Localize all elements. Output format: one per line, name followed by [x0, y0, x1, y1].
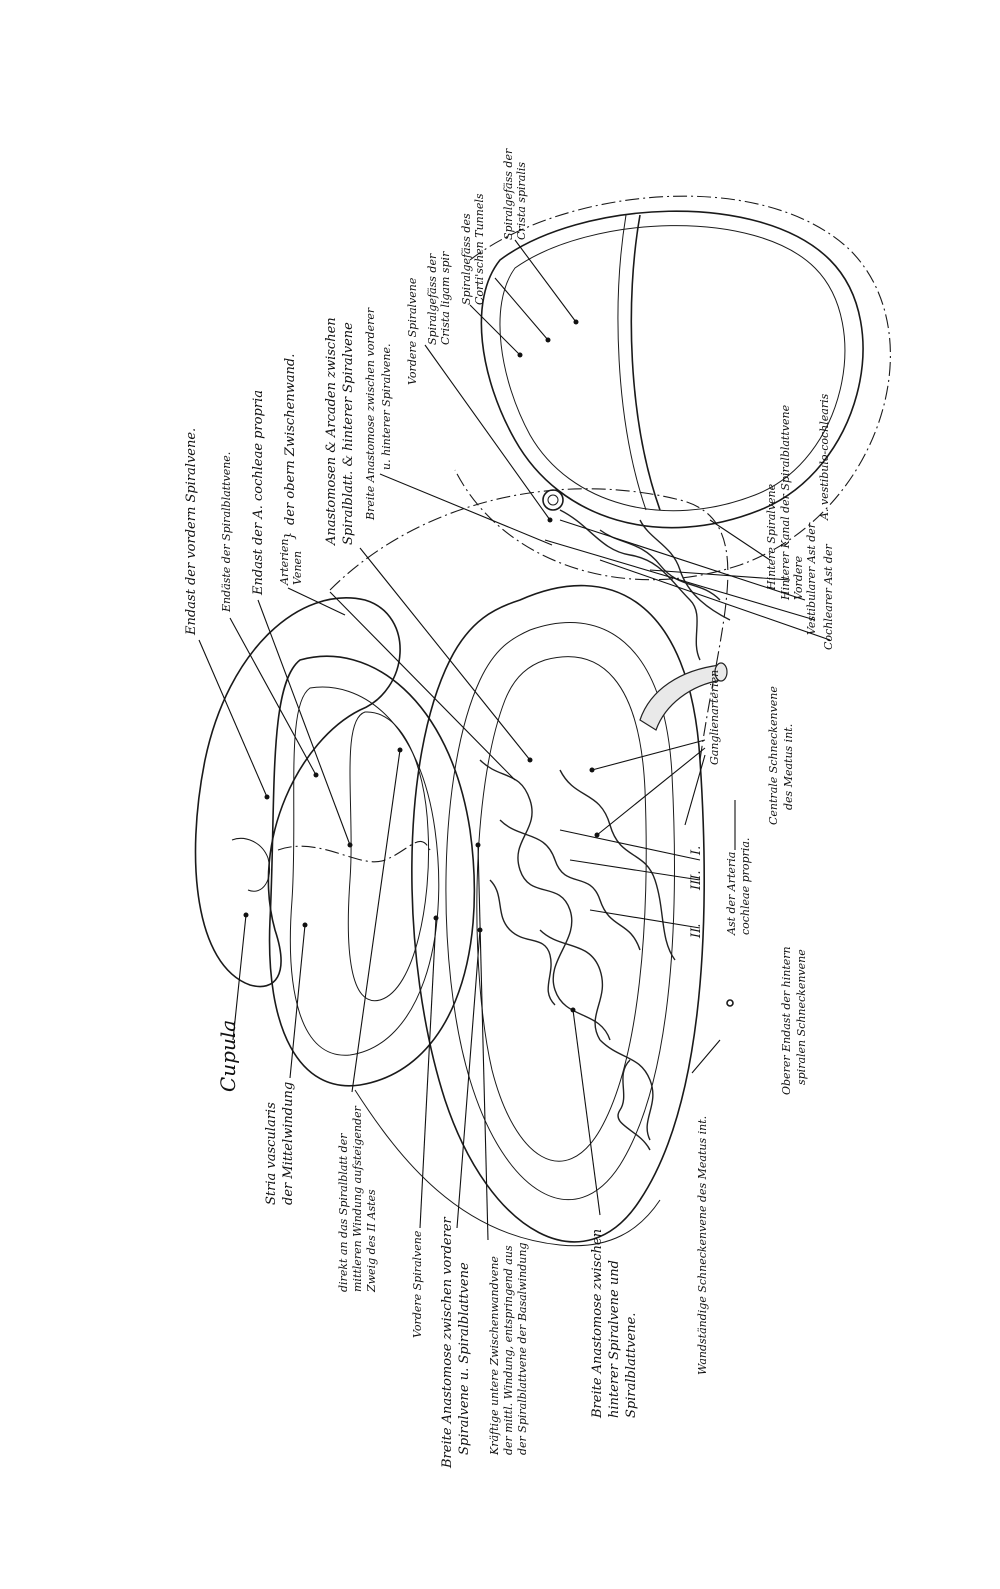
label-ast-arteria-1: Ast der Arteria	[725, 852, 738, 936]
leader-lines	[198, 239, 831, 1241]
label-breite-anast-hinterer-3: Spiralblattvene.	[624, 1313, 639, 1418]
label-vordere: Vordere	[792, 555, 805, 600]
modiolus-vessels-3	[489, 879, 556, 1006]
modiolus-vessels	[479, 759, 611, 1041]
label-direkt-3: Zweig des II Astes	[365, 1189, 378, 1293]
label-ganglienarterien: Ganglienarterien	[708, 670, 721, 765]
junction-vessels	[559, 509, 701, 661]
upper-section-septum	[630, 214, 661, 511]
label-vordere-spiralvene: Vordere Spiralvene	[411, 1230, 424, 1338]
modiolus-vessels-2	[499, 819, 641, 951]
label-arterien: Arterien	[278, 538, 291, 586]
cupula-outline	[194, 597, 401, 988]
label-breite-anast-vh-1: Breite Anastomose zwischen vorderer	[364, 307, 377, 521]
junction-vessels-2	[599, 529, 721, 601]
middle-turn-inner-2	[347, 711, 430, 1002]
middle-turn-dashed	[277, 840, 431, 863]
spiral-vessel-ring-inner	[547, 494, 559, 506]
label-endast-a-cochleae: Endast der A. cochleae propria	[251, 390, 266, 596]
lower-basal-vessels	[617, 1059, 651, 1151]
label-cochlearer-ast: Cochlearer Ast der	[822, 544, 835, 650]
label-hintere-kanal: Hinterer Kanal der Spiralblattvene	[779, 404, 792, 601]
label-zwischenwand: der obern Zwischenwand.	[283, 354, 298, 525]
label-spiralgefaess-crista-1: Spiralgefäss der	[502, 148, 515, 240]
label-stria-vascularis: Stria vascularis	[264, 1102, 279, 1205]
upper-section-septum-2	[617, 214, 647, 511]
junction-vessels-3	[639, 519, 731, 621]
basal-turn-outer	[411, 584, 705, 1243]
upper-section-outer	[454, 195, 891, 581]
modiolus-vessels-6	[539, 929, 604, 1041]
label-roman-III: III.	[689, 870, 704, 891]
label-spiralgefaess-lig-2: Crista ligam spir	[439, 251, 452, 345]
label-anastomosen-1: Anastomosen & Arcaden zwischen	[324, 317, 339, 546]
label-wandstaendige: Wandständige Schneckenvene des Meatus in…	[696, 1116, 709, 1375]
label-a-vestibulo: A. vestibulo-cochlearis	[818, 393, 831, 521]
label-roman-II: II.	[689, 924, 704, 939]
upper-section-ring	[480, 210, 864, 529]
label-spiralgefaess-lig-1: Spiralgefäss der	[426, 253, 439, 345]
label-vestibularer-ast: Vestibularer Ast der	[805, 522, 818, 635]
label-roman-I: I.	[689, 846, 704, 856]
modiolus-vessels-5	[599, 1039, 654, 1141]
basal-turn-inner-2	[476, 656, 647, 1162]
label-ast-arteria-2: cochleae propria.	[739, 838, 752, 935]
label-endaeste-spiralblattvene: Endäste der Spiralblattvene.	[220, 452, 233, 613]
outer-loop-2	[354, 1089, 661, 1247]
label-kraeftige-2: der mittl. Windung, entspringend aus	[502, 1245, 515, 1455]
label-venen: Venen	[291, 551, 304, 585]
label-centrale-1: Centrale Schneckenvene	[767, 686, 780, 825]
cupula-inner	[231, 837, 270, 892]
upper-section-ring-inner	[499, 225, 846, 512]
label-endast-vordern: Endast der vordern Spiralvene.	[184, 428, 199, 636]
label-spiralgefaess-corti-2: Corti'schen Tunnels	[473, 193, 486, 305]
label-oberer-endast-2: spiralen Schneckenvene	[795, 949, 808, 1085]
label-stria-vascularis-2: der Mittelwindung	[281, 1082, 296, 1205]
label-spiralgefaess-crista-2: Crista spiralis	[515, 162, 528, 240]
label-breite-anast-hinterer-1: Breite Anastomose zwischen	[590, 1229, 605, 1419]
label-centrale-2: des Meatus int.	[782, 724, 795, 810]
middle-turn-outer	[268, 655, 476, 1087]
label-kraeftige-3: der Spiralblattvene der Basalwindung	[516, 1243, 529, 1455]
label-anastomosen-2: Spiralblatt. & hinterer Spiralvene	[341, 322, 356, 545]
basal-turn-inner	[445, 622, 675, 1201]
label-breite-anast-vorderer-2: Spiralvene u. Spiralblattvene	[457, 1262, 472, 1455]
label-hintere-spiralvene: Hintere Spiralvene	[765, 483, 778, 591]
label-breite-anast-vh-2: u. hinterer Spiralvene.	[380, 344, 393, 470]
small-vessel-dot	[726, 999, 734, 1007]
outer-loop	[329, 488, 729, 761]
label-direkt-1: direkt an das Spiralblatt der	[337, 1133, 350, 1292]
label-vordere-spiralvene-top: Vordere Spiralvene	[406, 277, 419, 385]
label-breite-anast-hinterer-2: hinterer Spiralvene und	[607, 1260, 622, 1418]
label-breite-anast-vorderer-1: Breite Anastomose zwischen vorderer	[440, 1216, 455, 1469]
central-vein-end	[714, 662, 728, 682]
spiral-vessel-ring	[542, 489, 564, 511]
label-oberer-endast-1: Oberer Endast der hintern	[780, 946, 793, 1095]
cochlea-drawing	[194, 195, 891, 1247]
label-brace-1: }	[283, 532, 298, 540]
modiolus-vessels-4	[559, 769, 676, 961]
label-kraeftige-1: Kräftige untere Zwischenwandvene	[488, 1256, 501, 1456]
labels: Cupula Stria vascularis der Mittelwindun…	[184, 148, 835, 1469]
label-cupula: Cupula	[216, 1020, 240, 1092]
label-spiralgefaess-corti-1: Spiralgefäss des	[460, 213, 473, 305]
label-direkt-2: mittleren Windung aufsteigender	[351, 1105, 364, 1292]
